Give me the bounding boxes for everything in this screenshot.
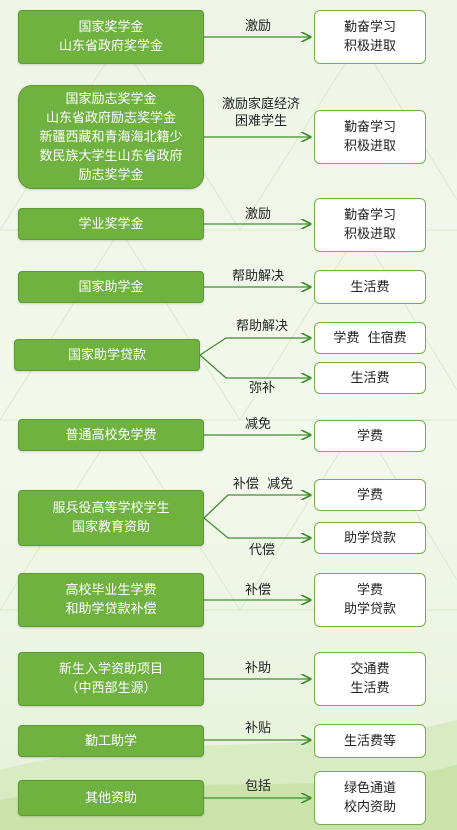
relation-label: 帮助解决 <box>231 269 284 284</box>
relation-label: 激励 <box>244 19 271 34</box>
aid-box-other-aid: 其他资助 <box>18 780 204 816</box>
target-box: 学费 <box>314 479 426 511</box>
target-box: 学费 助学贷款 <box>314 573 426 627</box>
aid-box-freshman-aid: 新生入学资助项目 （中西部生源） <box>18 652 204 706</box>
aid-box-academic-scholarship: 学业奖学金 <box>18 208 204 240</box>
relation-label: 帮助解决 <box>235 319 288 334</box>
relation-label: 弥补 <box>248 381 275 396</box>
target-box: 助学贷款 <box>314 522 426 554</box>
target-box: 生活费 <box>314 270 426 304</box>
aid-box-work-study: 勤工助学 <box>18 725 204 757</box>
relation-label: 激励家庭经济 困难学生 <box>221 97 300 129</box>
aid-box-military-aid: 服兵役高等学校学生 国家教育资助 <box>18 490 204 546</box>
arrow-row-5b <box>199 354 310 378</box>
relation-label: 补贴 <box>244 721 271 736</box>
target-box: 交通费 生活费 <box>314 652 426 706</box>
target-box: 勤奋学习 积极进取 <box>314 198 426 252</box>
arrow-row-7b <box>203 517 310 538</box>
relation-label: 减免 <box>244 417 271 432</box>
relation-label: 补偿 减免 <box>232 477 294 492</box>
relation-label: 激励 <box>244 207 271 222</box>
target-box: 学费 <box>314 420 426 452</box>
aid-box-student-loan: 国家助学贷款 <box>14 339 200 371</box>
aid-box-tuition-waiver: 普通高校免学费 <box>18 419 204 451</box>
relation-label: 代偿 <box>248 543 275 558</box>
target-box: 学费 住宿费 <box>314 322 426 354</box>
target-box: 勤奋学习 积极进取 <box>314 110 426 164</box>
aid-box-national-grant: 国家助学金 <box>18 271 204 303</box>
relation-label: 包括 <box>244 779 271 794</box>
aid-box-national-encouragement: 国家励志奖学金 山东省政府励志奖学金 新疆西藏和青海海北籍少 数民族大学生山东省… <box>18 85 204 189</box>
relation-label: 补偿 <box>244 583 271 598</box>
relation-label: 补助 <box>244 661 271 676</box>
target-box: 绿色通道 校内资助 <box>314 771 426 825</box>
target-box: 生活费 <box>314 362 426 394</box>
arrow-row-5a <box>199 338 310 356</box>
target-box: 生活费等 <box>314 724 426 758</box>
aid-box-graduate-compensation: 高校毕业生学费 和助学贷款补偿 <box>18 573 204 627</box>
arrow-row-7a <box>203 495 310 519</box>
target-box: 勤奋学习 积极进取 <box>314 10 426 64</box>
aid-box-national-scholarship: 国家奖学金 山东省政府奖学金 <box>18 10 204 64</box>
